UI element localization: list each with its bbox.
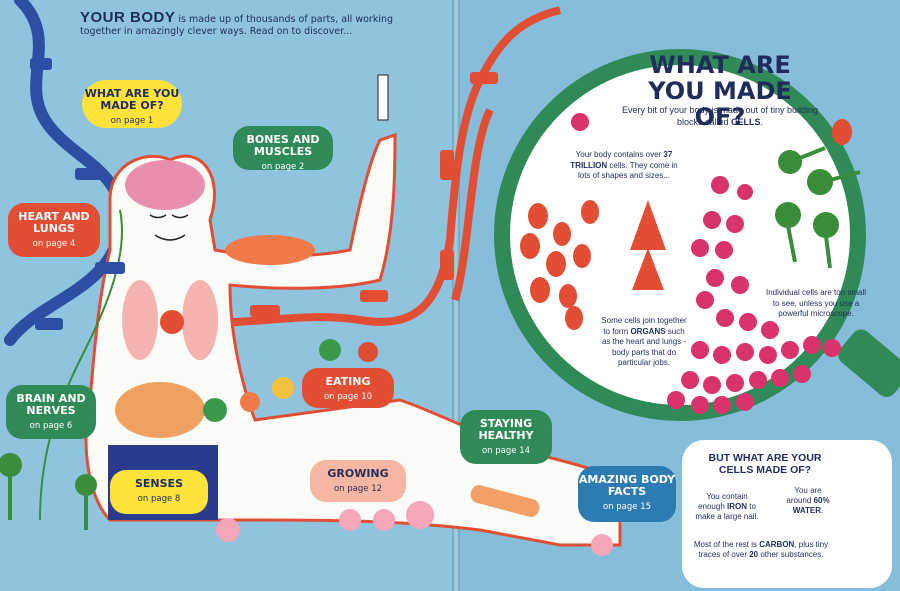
iron-pre: You contain enough [698, 492, 748, 511]
iron-text: You contain enough IRON to make a large … [695, 492, 759, 522]
section-growing-link[interactable]: GROWING on page 12 [310, 460, 406, 502]
section-made-of-page: on page 1 [110, 116, 154, 126]
water-post: . [821, 506, 824, 515]
section-healthy-page: on page 14 [481, 446, 531, 456]
section-senses-link[interactable]: SENSES on page 8 [110, 470, 208, 514]
section-growing-page: on page 12 [333, 484, 383, 494]
section-brain-link[interactable]: BRAIN AND NERVES on page 6 [6, 385, 96, 439]
carbon-em: CARBON [759, 540, 795, 549]
lens-title: WHAT ARE YOU MADE OF? [648, 51, 792, 131]
section-facts-link[interactable]: AMAZING BODY FACTS on page 15 [578, 466, 676, 522]
cells-made-of-card [682, 440, 892, 588]
section-eating-page: on page 10 [323, 392, 373, 402]
section-healthy-title: STAYING HEALTHY [478, 417, 534, 442]
microscope-text: Individual cells are too small to see, u… [765, 288, 867, 318]
section-bones-link[interactable]: BONES AND MUSCLES on page 2 [233, 126, 333, 172]
lens-subtitle: Every bit of your body is made out of ti… [610, 104, 830, 128]
intro-body: is made up of thousands of parts, all wo… [80, 14, 394, 37]
section-facts-page: on page 15 [602, 502, 652, 512]
cells-count-pre: Your body contains over [575, 150, 664, 159]
section-made-of-title: WHAT ARE YOU MADE OF? [84, 87, 180, 112]
section-healthy-link[interactable]: STAYING HEALTHY on page 14 [460, 410, 552, 464]
carbon-text: Most of the rest is CARBON, plus tiny tr… [692, 540, 830, 560]
iron-em: IRON [727, 502, 747, 511]
organs-pre: Some cells join together to form [601, 316, 687, 336]
intro-text: YOUR BODY is made up of thousands of par… [80, 9, 410, 38]
section-heart-page: on page 4 [32, 239, 76, 249]
lens-subtitle-post: . [760, 117, 764, 127]
organs-text: Some cells join together to form ORGANS … [598, 316, 690, 369]
cells-count-text: Your body contains over 37 TRILLION cell… [565, 150, 683, 182]
lens-subtitle-em: CELLS [731, 117, 761, 127]
cells-count-em: 37 TRILLION [570, 150, 673, 170]
water-em: 60% WATER [792, 496, 830, 515]
section-eating-title: EATING [325, 375, 371, 388]
lens-subtitle-pre: Every bit of your body is made out of ti… [621, 105, 819, 127]
section-facts-title: AMAZING BODY FACTS [578, 473, 676, 498]
section-brain-page: on page 6 [29, 421, 73, 431]
cells-count-post: cells. They come in lots of shapes and s… [577, 160, 678, 181]
section-made-of-link[interactable]: WHAT ARE YOU MADE OF? on page 1 [82, 80, 182, 128]
section-bones-page: on page 2 [261, 162, 305, 172]
iron-post: to make a large nail. [695, 502, 759, 521]
carbon-em2: 20 [749, 550, 759, 559]
section-eating-link[interactable]: EATING on page 10 [302, 368, 394, 408]
water-text: You are around 60% WATER. [786, 486, 830, 516]
carbon-pre: Most of the rest is [693, 540, 760, 549]
section-senses-title: SENSES [134, 477, 183, 490]
organs-em: ORGANS [630, 326, 666, 336]
card-title: BUT WHAT ARE YOUR CELLS MADE OF? [708, 452, 822, 476]
organs-post: such as the heart and lungs - body parts… [601, 326, 687, 368]
section-brain-title: BRAIN AND NERVES [16, 392, 86, 417]
carbon-mid: , plus tiny traces of over [698, 540, 829, 559]
section-heart-link[interactable]: HEART AND LUNGS on page 4 [8, 203, 100, 257]
section-growing-title: GROWING [327, 467, 389, 480]
section-heart-title: HEART AND LUNGS [18, 210, 90, 235]
water-pre: You are around [786, 486, 822, 505]
section-bones-title: BONES AND MUSCLES [246, 133, 320, 158]
section-senses-page: on page 8 [137, 494, 181, 504]
carbon-post: other substances. [758, 550, 824, 559]
intro-heading: YOUR BODY [80, 9, 176, 26]
